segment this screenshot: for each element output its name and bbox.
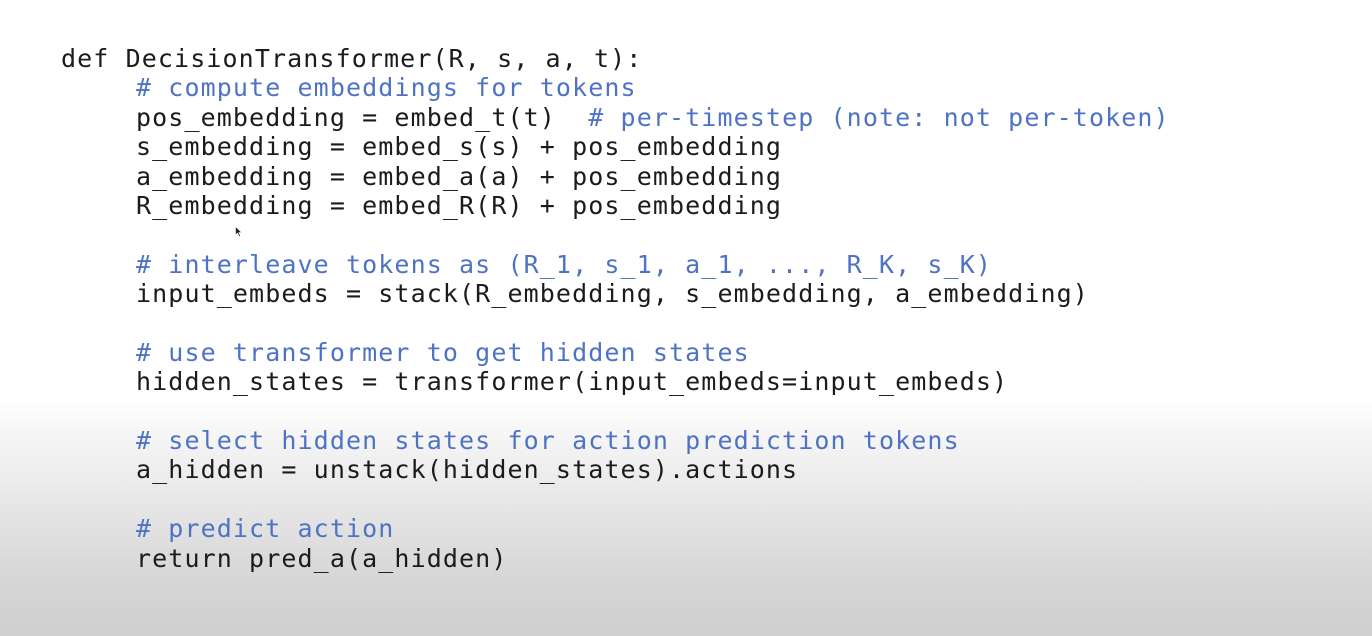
code-line: # select hidden states for action predic…	[61, 426, 1170, 455]
code-text: input_embeds = stack(R_embedding, s_embe…	[136, 279, 1089, 309]
code-line: pos_embedding = embed_t(t) # per-timeste…	[61, 103, 1170, 132]
code-line: return pred_a(a_hidden)	[61, 544, 1170, 573]
mouse-pointer-icon	[235, 226, 243, 238]
code-line: # compute embeddings for tokens	[61, 73, 1170, 102]
code-line: R_embedding = embed_R(R) + pos_embedding	[61, 191, 1170, 220]
code-line: hidden_states = transformer(input_embeds…	[61, 367, 1170, 396]
code-text: s_embedding = embed_s(s) + pos_embedding	[136, 132, 783, 162]
blank-line	[61, 309, 1170, 338]
blank-line	[61, 397, 1170, 426]
code-line: a_embedding = embed_a(a) + pos_embedding	[61, 162, 1170, 191]
code-comment: # interleave tokens as (R_1, s_1, a_1, .…	[136, 249, 993, 279]
code-comment: # select hidden states for action predic…	[136, 426, 960, 456]
code-text: return pred_a(a_hidden)	[136, 543, 508, 573]
code-comment: # per-timestep (note: not per-token)	[588, 102, 1170, 132]
code-line-signature: def DecisionTransformer(R, s, a, t):	[61, 44, 1170, 73]
function-signature: def DecisionTransformer(R, s, a, t):	[61, 44, 643, 73]
code-line: # use transformer to get hidden states	[61, 338, 1170, 367]
blank-line	[61, 220, 1170, 249]
code-line: # interleave tokens as (R_1, s_1, a_1, .…	[61, 250, 1170, 279]
code-text: a_embedding = embed_a(a) + pos_embedding	[136, 161, 783, 191]
code-block: def DecisionTransformer(R, s, a, t):# co…	[61, 44, 1170, 573]
blank-line	[61, 485, 1170, 514]
code-text: hidden_states = transformer(input_embeds…	[136, 367, 1009, 397]
code-comment: # predict action	[136, 514, 395, 544]
code-line: s_embedding = embed_s(s) + pos_embedding	[61, 132, 1170, 161]
code-text: a_hidden = unstack(hidden_states).action…	[136, 455, 799, 485]
code-line: # predict action	[61, 514, 1170, 543]
code-text: R_embedding = embed_R(R) + pos_embedding	[136, 190, 783, 220]
code-line: a_hidden = unstack(hidden_states).action…	[61, 455, 1170, 484]
code-text: pos_embedding = embed_t(t)	[136, 102, 589, 132]
code-comment: # use transformer to get hidden states	[136, 337, 750, 367]
code-line: input_embeds = stack(R_embedding, s_embe…	[61, 279, 1170, 308]
code-comment: # compute embeddings for tokens	[136, 73, 637, 103]
